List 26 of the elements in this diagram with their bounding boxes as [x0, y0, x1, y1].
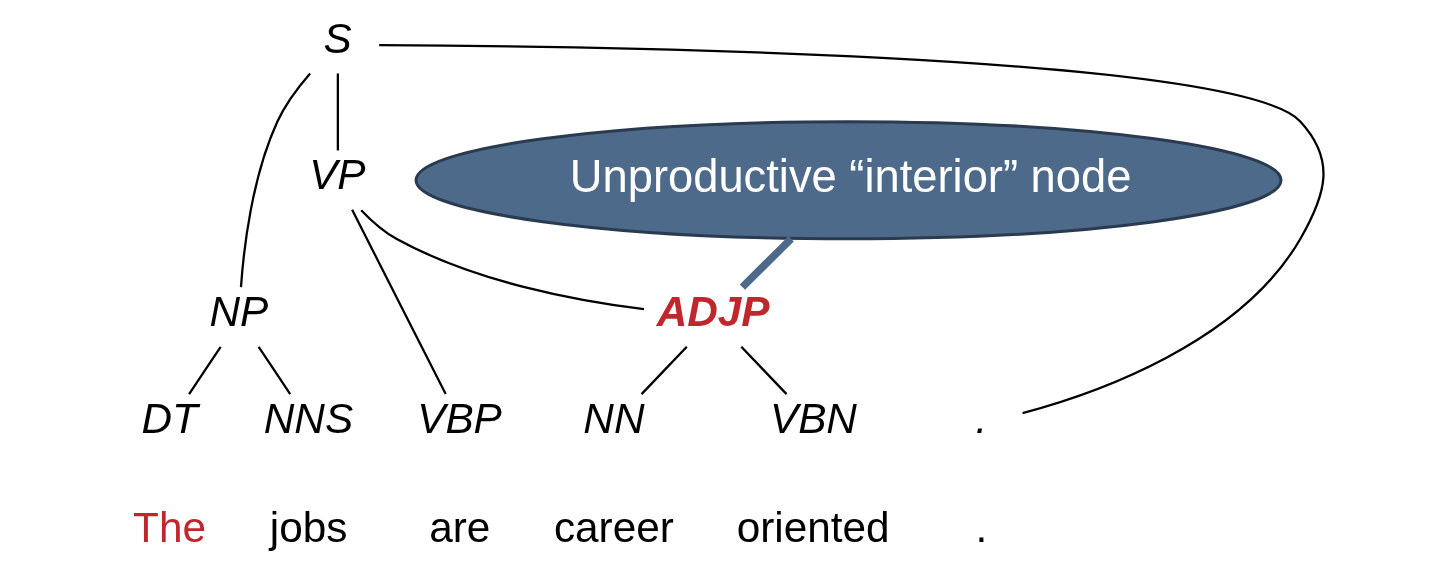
node-ellipse: Unproductive “interior” node — [414, 120, 1283, 241]
label: jobs — [269, 503, 348, 551]
node-text: NP — [209, 287, 269, 335]
node-text: NN — [583, 394, 645, 442]
node-text: . — [975, 394, 988, 442]
connector — [351, 209, 447, 395]
label: The — [133, 503, 207, 551]
node-text: ADJP — [656, 287, 770, 335]
label: career — [553, 503, 674, 551]
connector — [239, 72, 311, 288]
connector — [360, 209, 645, 311]
connector — [640, 346, 688, 395]
connector — [739, 236, 794, 290]
node-text: VBP — [417, 394, 502, 442]
node-text: NNS — [263, 394, 354, 442]
connector — [336, 73, 339, 151]
connector — [257, 346, 292, 395]
label: . — [975, 503, 988, 551]
label: oriented — [736, 503, 890, 551]
connector — [379, 44, 1325, 415]
connector — [188, 346, 222, 395]
node-text: VP — [309, 151, 366, 199]
node-text: S — [323, 14, 352, 62]
connector — [740, 346, 788, 395]
node-text: VBN — [769, 394, 857, 442]
label: are — [429, 503, 491, 551]
